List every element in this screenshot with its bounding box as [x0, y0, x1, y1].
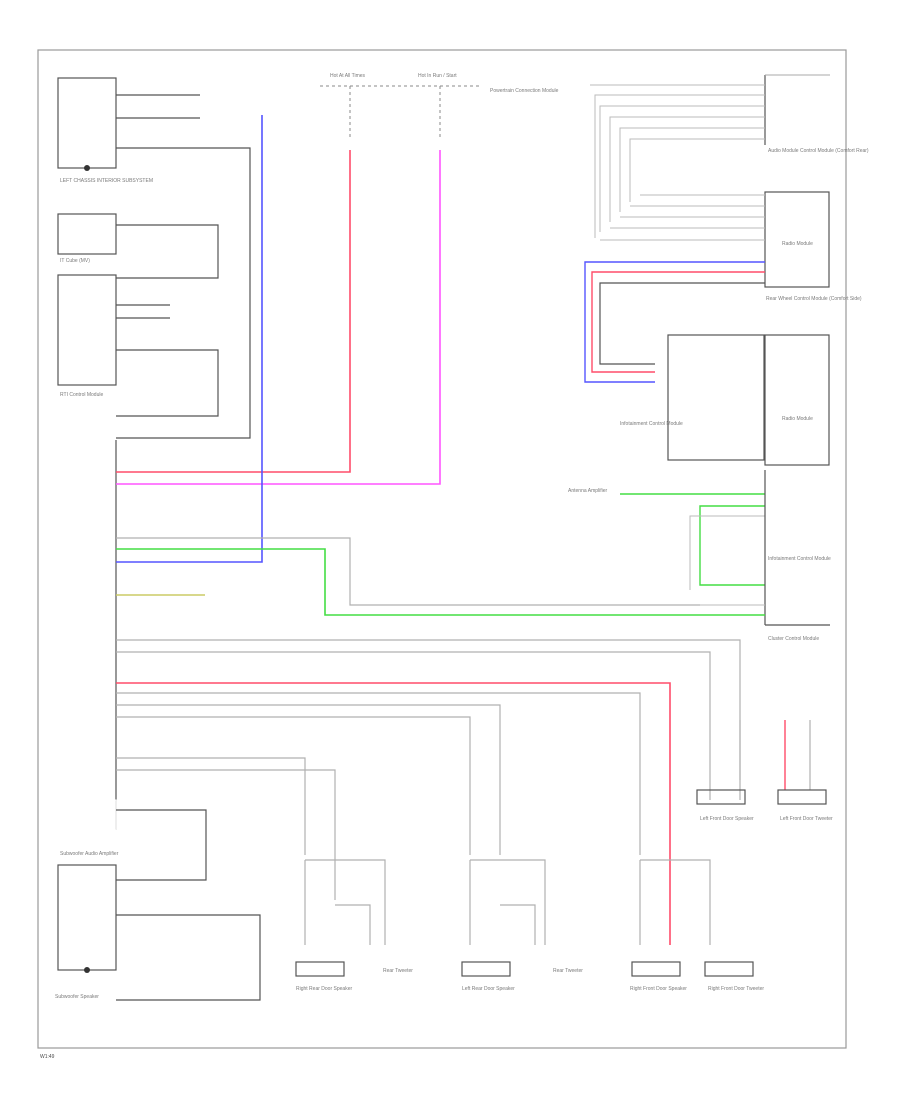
right-front-speaker-label: Right Front Door Speaker	[630, 986, 687, 992]
red-power-wire	[116, 150, 351, 473]
right-rear-door-speaker: Right Rear Door Speaker	[295, 961, 352, 992]
radio-module-it-cube-label: IT Cube (MV)	[60, 258, 90, 264]
fuse-block: Hot At All Times Hot In Run / Start Powe…	[320, 73, 559, 140]
infotainment-label: Infotainment Control Module	[620, 421, 683, 427]
fuse-right-label: Hot In Run / Start	[418, 73, 457, 79]
cluster-control-label: Cluster Control Module	[768, 636, 819, 642]
fuse-right-desc: Powertrain Connection Module	[490, 88, 559, 94]
fuse-left-label: Hot At All Times	[330, 73, 366, 79]
left-front-tweeter-label: Left Front Door Tweeter	[780, 816, 833, 822]
right-rear-speaker-label: Right Rear Door Speaker	[296, 986, 352, 992]
radio-module-it-cube: IT Cube (MV)	[57, 213, 117, 264]
blue-signal-wire	[116, 115, 263, 563]
diagram-frame	[37, 49, 847, 1049]
footer-code: W1:49	[40, 1054, 55, 1060]
left-front-door-speaker: Left Front Door Speaker	[696, 789, 754, 822]
right-radio-module-2-label: Radio Module	[782, 416, 813, 422]
right-radio-module-1: Radio Module	[600, 191, 830, 288]
red-bus-right	[591, 271, 765, 373]
left-rear-speaker-label: Left Rear Door Speaker	[462, 986, 515, 992]
lower-harness-wires	[116, 639, 811, 945]
left-front-door-module: LEFT CHASSIS INTERIOR SUBSYSTEM	[57, 77, 153, 184]
left-rear-door-speaker: Left Rear Door Speaker	[461, 961, 515, 992]
left-harness-wires	[116, 94, 261, 1001]
radio-module-rti-label: RTI Control Module	[60, 392, 103, 398]
subwoofer-module-label: Subwoofer Audio Amplifier	[60, 851, 119, 857]
left-front-door-tweeter: Left Front Door Tweeter	[777, 789, 833, 822]
magenta-power-wire	[116, 150, 441, 485]
left-rear-tweeter-label: Rear Tweeter	[553, 968, 583, 974]
rear-wheel-control-module: Rear Wheel Control Module (Comfort Side)…	[620, 296, 862, 466]
left-rear-tweeter: Rear Tweeter	[553, 968, 583, 974]
right-front-door-speaker: Right Front Door Speaker	[630, 961, 687, 992]
right-rear-tweeter: Rear Tweeter	[383, 968, 413, 974]
right-rear-tweeter-label: Rear Tweeter	[383, 968, 413, 974]
right-radio-module-1-label: Radio Module	[782, 241, 813, 247]
right-upper-module-label: Audio Module Control Module (Comfort Rea…	[768, 148, 869, 154]
left-front-speaker-label: Left Front Door Speaker	[700, 816, 754, 822]
cluster-aux-label: Infotainment Control Module	[768, 556, 831, 562]
cluster-control-module: Infotainment Control Module Cluster Cont…	[700, 470, 831, 642]
rear-wheel-module-label: Rear Wheel Control Module (Comfort Side)	[766, 296, 862, 302]
right-upper-module: Audio Module Control Module (Comfort Rea…	[590, 74, 869, 238]
antenna-label: Antenna Amplifier	[568, 488, 608, 494]
radio-module-rti: RTI Control Module	[57, 274, 117, 398]
right-front-door-tweeter: Right Front Door Tweeter	[704, 961, 764, 992]
subwoofer-speaker-label: Subwoofer Speaker	[55, 994, 99, 1000]
subwoofer-module: Subwoofer Audio Amplifier Subwoofer Spea…	[55, 851, 119, 1000]
green-can-wire	[116, 548, 700, 616]
left-front-door-module-label: LEFT CHASSIS INTERIOR SUBSYSTEM	[60, 178, 153, 184]
blue-bus-right	[584, 261, 765, 383]
right-front-tweeter-label: Right Front Door Tweeter	[708, 986, 764, 992]
